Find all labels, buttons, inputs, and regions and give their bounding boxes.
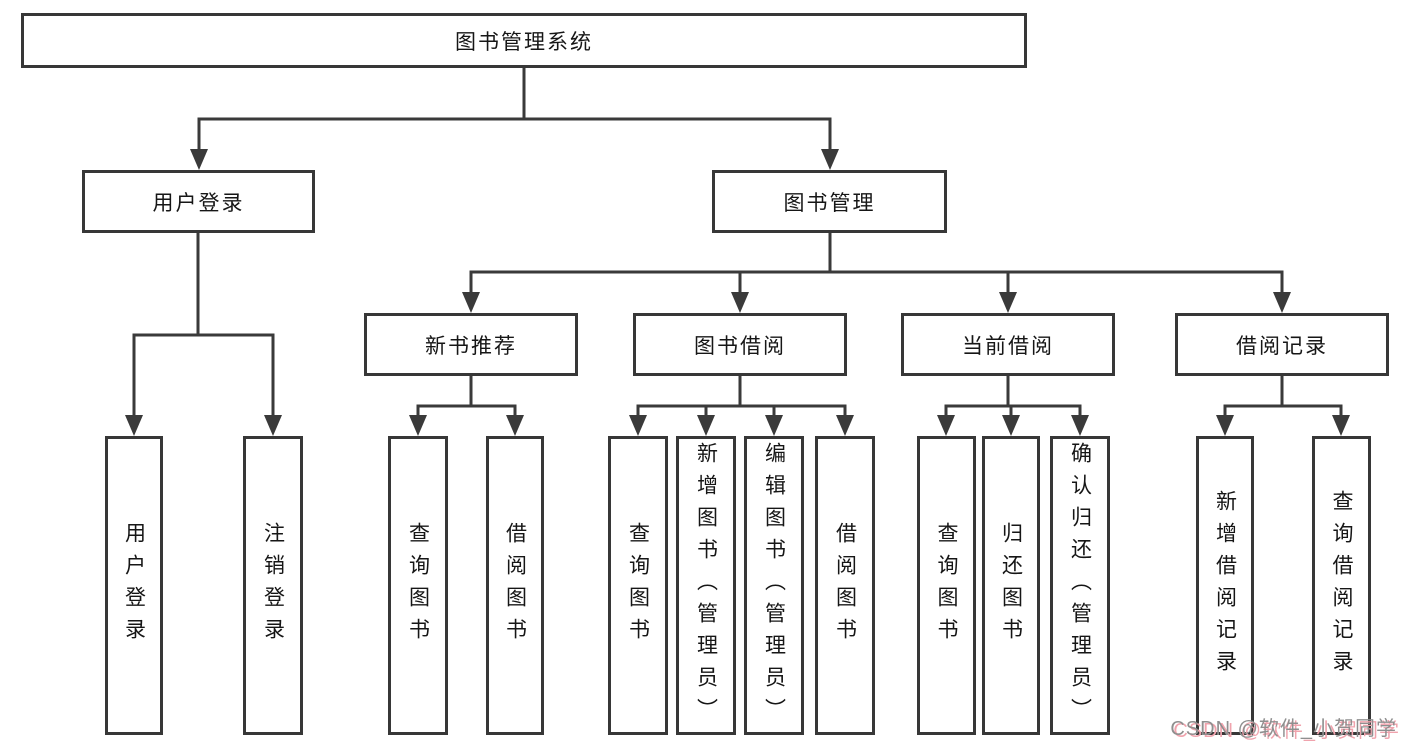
leaf-borrow-books-recommend-label: 借阅图书 [503,521,527,650]
leaf-borrow-books-borrowing-label: 借阅图书 [833,521,857,650]
node-book-borrowing-label: 图书借阅 [694,334,786,358]
node-book-management: 图书管理 [712,170,947,233]
leaf-query-books-recommend: 查询图书 [388,436,448,735]
leaf-query-books-current-label: 查询图书 [935,521,958,650]
leaf-query-borrow-record-label: 查询借阅记录 [1330,489,1353,682]
leaf-query-books-borrowing-label: 查询图书 [626,521,650,650]
leaf-add-books-admin-label: 新增图书（管理员） [694,441,718,730]
node-borrowing-records: 借阅记录 [1175,313,1389,376]
leaf-confirm-return-admin-label: 确认归还（管理员） [1068,441,1092,730]
leaf-logout-label: 注销登录 [261,521,285,650]
node-current-borrowing-label: 当前借阅 [962,334,1054,358]
leaf-borrow-books-recommend: 借阅图书 [486,436,544,735]
node-root: 图书管理系统 [21,13,1027,68]
leaf-confirm-return-admin: 确认归还（管理员） [1050,436,1110,735]
leaf-query-books-current: 查询图书 [917,436,976,735]
leaf-borrow-books-borrowing: 借阅图书 [815,436,875,735]
csdn-watermark: CSDN @软件_小贺同学 [1170,718,1397,740]
leaf-return-books-label: 归还图书 [999,521,1023,650]
node-new-book-recommend-label: 新书推荐 [425,334,517,358]
node-user-login-label: 用户登录 [152,191,245,215]
leaf-logout: 注销登录 [243,436,303,735]
leaf-user-login-label: 用户登录 [122,521,146,650]
node-user-login: 用户登录 [82,170,315,233]
leaf-add-books-admin: 新增图书（管理员） [676,436,736,735]
leaf-query-borrow-record: 查询借阅记录 [1312,436,1371,735]
leaf-add-borrow-record: 新增借阅记录 [1196,436,1254,735]
node-borrowing-records-label: 借阅记录 [1236,334,1328,358]
leaf-add-borrow-record-label: 新增借阅记录 [1213,489,1237,682]
leaf-edit-books-admin: 编辑图书（管理员） [744,436,804,735]
leaf-query-books-borrowing: 查询图书 [608,436,668,735]
node-root-label: 图书管理系统 [455,30,593,54]
leaf-edit-books-admin-label: 编辑图书（管理员） [762,441,786,730]
leaf-return-books: 归还图书 [982,436,1040,735]
node-book-management-label: 图书管理 [783,191,876,215]
node-new-book-recommend: 新书推荐 [364,313,578,376]
node-book-borrowing: 图书借阅 [633,313,847,376]
leaf-user-login: 用户登录 [105,436,163,735]
leaf-query-books-recommend-label: 查询图书 [406,521,430,650]
node-current-borrowing: 当前借阅 [901,313,1115,376]
